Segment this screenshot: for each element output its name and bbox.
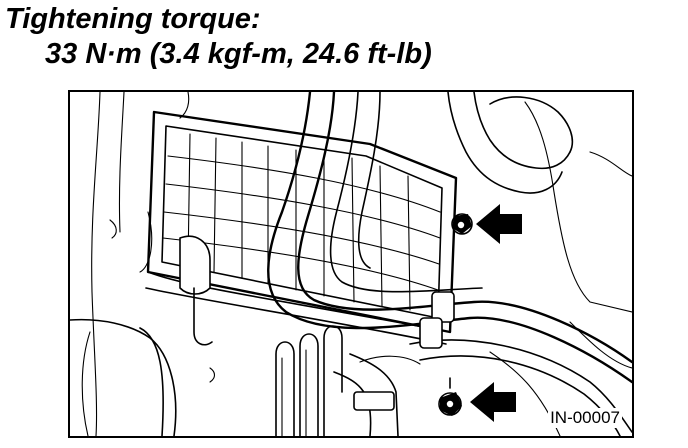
engine-illustration bbox=[70, 92, 632, 436]
pipe-clamp-upper bbox=[431, 291, 455, 323]
tube-bundle bbox=[275, 325, 421, 436]
engine-illustration-frame: IN-00007 bbox=[68, 90, 634, 438]
arrow-left-icon bbox=[476, 204, 522, 244]
upper-bolt bbox=[451, 213, 473, 235]
lower-left-cylinder bbox=[70, 318, 177, 436]
main-pipes bbox=[267, 92, 632, 436]
arrow-left-icon bbox=[470, 382, 516, 422]
upper-hose bbox=[447, 92, 574, 194]
tightening-torque-value: 33 N·m (3.4 kgf-m, 24.6 ft-lb) bbox=[45, 38, 432, 70]
left-bracket bbox=[109, 219, 216, 383]
pipe-clamp-lower bbox=[419, 317, 443, 349]
figure-code: IN-00007 bbox=[548, 408, 622, 428]
tube-connector bbox=[353, 391, 395, 411]
tightening-torque-label: Tightening torque: bbox=[5, 3, 261, 35]
lower-bolt bbox=[438, 377, 462, 416]
